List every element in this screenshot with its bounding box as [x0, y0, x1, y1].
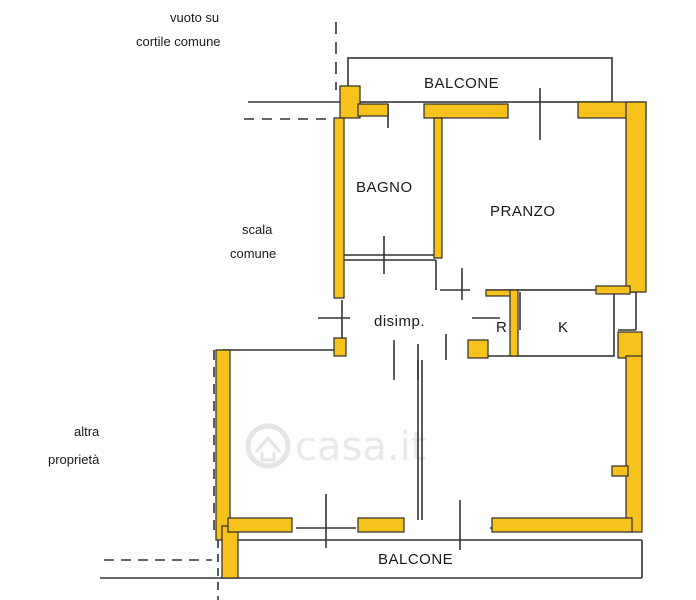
balcony-top-outline	[347, 57, 613, 103]
room-labels: vuoto su cortile comune BALCONE BAGNO PR…	[48, 10, 569, 568]
room-label-ripostiglio: R	[496, 319, 507, 336]
wall-segment	[333, 337, 347, 357]
wall-segment	[467, 339, 489, 359]
wall-segment	[491, 517, 633, 533]
wall-segment	[221, 525, 239, 579]
wall-segment	[625, 101, 647, 293]
watermark-logo-icon	[245, 423, 291, 469]
room-label-bagno: BAGNO	[356, 179, 413, 196]
stair-note-line2: comune	[230, 246, 276, 261]
wall-segment	[357, 103, 389, 117]
other-property-note-line1: altra	[74, 424, 100, 439]
wall-segment	[423, 103, 509, 119]
watermark: casa.it	[245, 423, 426, 470]
wall-segment	[433, 117, 443, 259]
room-label-balcone-bottom: BALCONE	[378, 551, 453, 568]
courtyard-note-line2: cortile comune	[136, 34, 221, 49]
wall-segment	[339, 85, 361, 119]
wall-segment	[215, 349, 231, 541]
stair-note-line1: scala	[242, 222, 273, 237]
wall-segment	[625, 355, 643, 533]
wall-segment	[617, 331, 643, 359]
wall-segment	[595, 285, 631, 295]
room-label-pranzo: PRANZO	[490, 203, 556, 220]
walls	[215, 85, 647, 579]
wall-segment	[333, 117, 345, 299]
wall-segment	[227, 517, 293, 533]
other-property-note-line2: proprietà	[48, 452, 100, 467]
room-label-balcone-top: BALCONE	[424, 75, 499, 92]
wall-segment	[611, 465, 629, 477]
courtyard-note-line1: vuoto su	[170, 10, 219, 25]
wall-segment	[509, 289, 519, 357]
room-label-cucina: K	[558, 319, 569, 336]
room-label-disimpegno: disimp.	[374, 313, 425, 330]
watermark-text: casa.it	[295, 424, 426, 470]
outline-lines	[100, 22, 643, 600]
wall-segment	[357, 517, 405, 533]
